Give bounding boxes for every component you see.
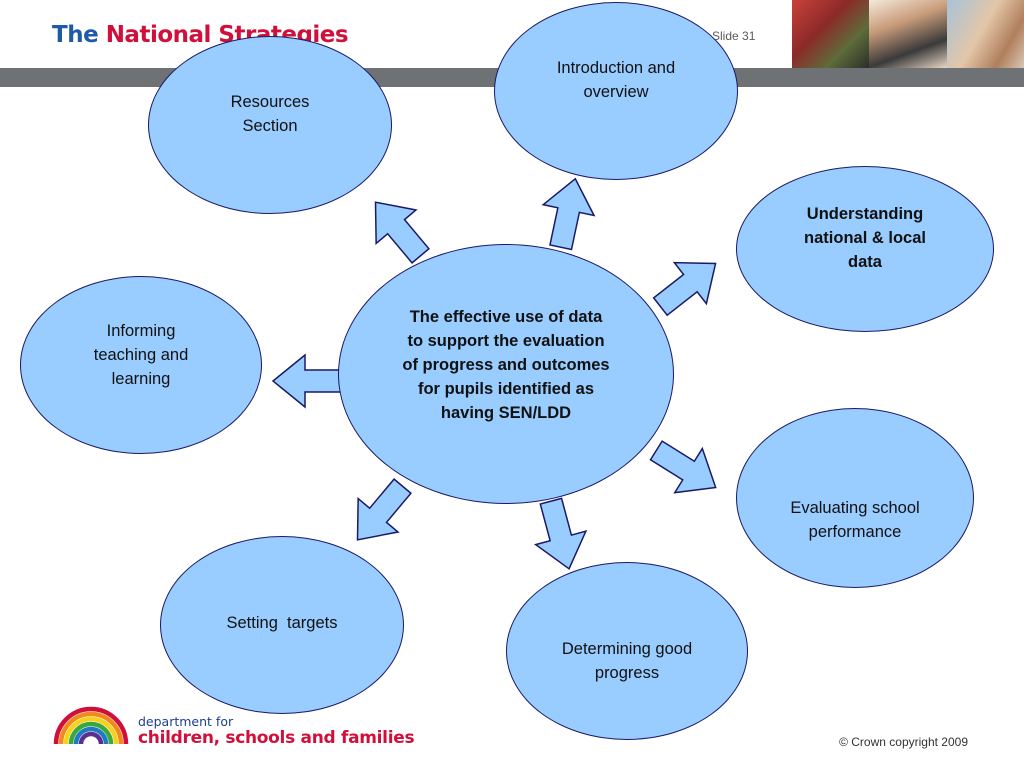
arrow-to-evaluating: [649, 440, 717, 494]
arrow-to-determining: [533, 497, 588, 570]
classroom-photo-1: [792, 0, 870, 68]
node-center-effective-use-of-data: The effective use of data to support the…: [338, 244, 674, 504]
node-setting-label: Setting targets: [226, 614, 338, 632]
node-center-label: The effective use of data to support the…: [402, 308, 610, 422]
brand-the: The: [52, 22, 99, 48]
node-informing-teaching: Informing teaching and learning: [20, 276, 262, 454]
node-determining-progress: Determining good progress: [506, 562, 748, 740]
node-evaluating-performance: Evaluating school performance: [736, 408, 974, 588]
arrow-to-introduction: [541, 177, 596, 251]
classroom-photo-2: [869, 0, 947, 68]
node-understanding-data: Understanding national & local data: [736, 166, 994, 332]
node-introduction: Introduction and overview: [494, 2, 738, 180]
node-introduction-label: Introduction and overview: [556, 59, 676, 101]
copyright-text: © Crown copyright 2009: [839, 735, 968, 749]
node-setting-targets: Setting targets: [160, 536, 404, 714]
arrow-to-understanding: [652, 261, 717, 317]
arrow-to-informing: [271, 353, 344, 409]
arrow-to-resources: [374, 201, 430, 264]
node-resources-section: Resources Section: [148, 36, 392, 214]
node-determining-label: Determining good progress: [561, 640, 693, 682]
dept-for-label: department for: [138, 714, 234, 729]
node-understanding-label: Understanding national & local data: [804, 205, 926, 271]
arrow-to-setting-targets: [356, 478, 412, 541]
node-resources-label: Resources Section: [230, 93, 310, 135]
node-informing-label: Informing teaching and learning: [93, 322, 189, 388]
slide-number: Slide 31: [712, 29, 756, 43]
rainbow-logo-icon: [53, 706, 129, 745]
dcsf-label: children, schools and families: [138, 728, 415, 748]
header-photo-strip: [792, 0, 1024, 68]
node-evaluating-label: Evaluating school performance: [790, 499, 920, 541]
classroom-photo-3: [946, 0, 1024, 68]
